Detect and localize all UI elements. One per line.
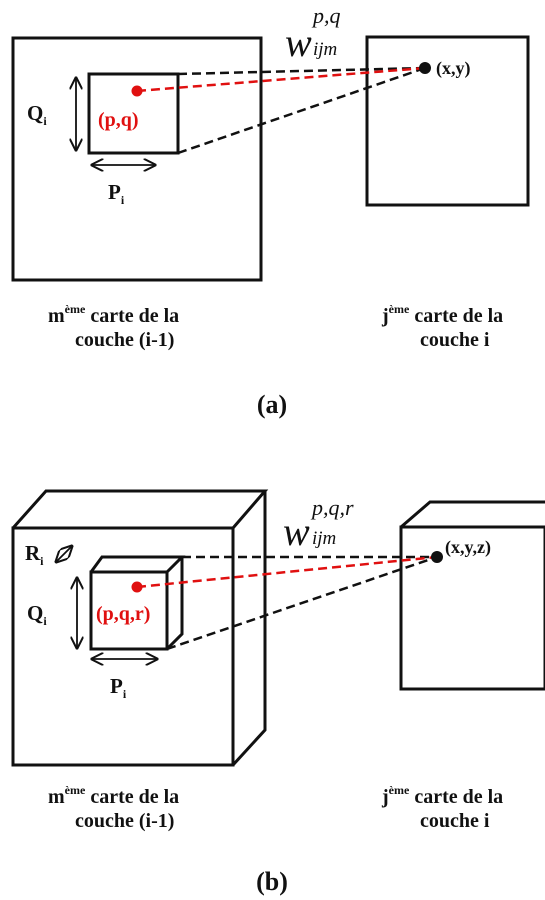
source-point-label-a: (p,q): [98, 109, 139, 131]
input-volume-b: [11, 489, 269, 767]
output-map-caption-a: jème carte de la: [381, 302, 503, 327]
connector-top-a: [177, 66, 426, 76]
output-map-a: [365, 35, 530, 207]
r-arrow-b: [56, 546, 72, 562]
output-volume-caption-b-line2: couche i: [420, 810, 490, 832]
p-label-a: Pi: [108, 180, 125, 207]
receptive-field-a: [87, 72, 180, 155]
svg-text:ijm: ijm: [312, 528, 336, 549]
panel-label-b: (b): [256, 867, 288, 896]
q-label-b: Qi: [27, 601, 47, 628]
connector-weight-a: [136, 66, 426, 93]
target-point-b: [431, 551, 443, 563]
svg-text:p,q: p,q: [311, 3, 341, 28]
q-label-a: Qi: [27, 101, 47, 128]
input-volume-caption-b: mème carte de la: [48, 783, 179, 808]
r-label-b: Ri: [25, 541, 44, 568]
p-label-b: Pi: [110, 674, 127, 701]
connector-weight-b: [136, 555, 438, 589]
target-point-label-a: (x,y): [436, 58, 471, 79]
output-volume-b: [399, 500, 545, 691]
panel-b: (p,q,r) (x,y,z) Ri Qi Pi w p,q,r ijm mèm…: [11, 489, 545, 896]
input-map-a: [11, 36, 263, 282]
input-volume-caption-b-line2: couche (i-1): [75, 810, 174, 832]
target-point-a: [419, 62, 431, 74]
weight-notation-a: w p,q ijm: [285, 3, 341, 65]
svg-text:w: w: [285, 20, 312, 65]
connector-bottom-a: [177, 66, 426, 155]
output-volume-caption-b: jème carte de la: [381, 783, 503, 808]
source-point-label-b: (p,q,r): [96, 603, 150, 625]
output-map-caption-a-line2: couche i: [420, 329, 490, 351]
panel-label-a: (a): [257, 390, 287, 419]
svg-text:ijm: ijm: [313, 39, 337, 60]
svg-text:p,q,r: p,q,r: [310, 495, 354, 520]
source-point-a: [131, 85, 143, 97]
target-point-label-b: (x,y,z): [445, 537, 491, 558]
source-point-b: [131, 581, 143, 593]
input-map-caption-a-line2: couche (i-1): [75, 329, 174, 351]
svg-text:w: w: [283, 509, 310, 554]
weight-notation-b: w p,q,r ijm: [283, 495, 354, 554]
connector-bottom-b: [166, 555, 438, 651]
panel-a: (p,q) (x,y) Qi Pi w p,q ijm mème carte d…: [11, 3, 530, 419]
input-map-caption-a: mème carte de la: [48, 302, 179, 327]
